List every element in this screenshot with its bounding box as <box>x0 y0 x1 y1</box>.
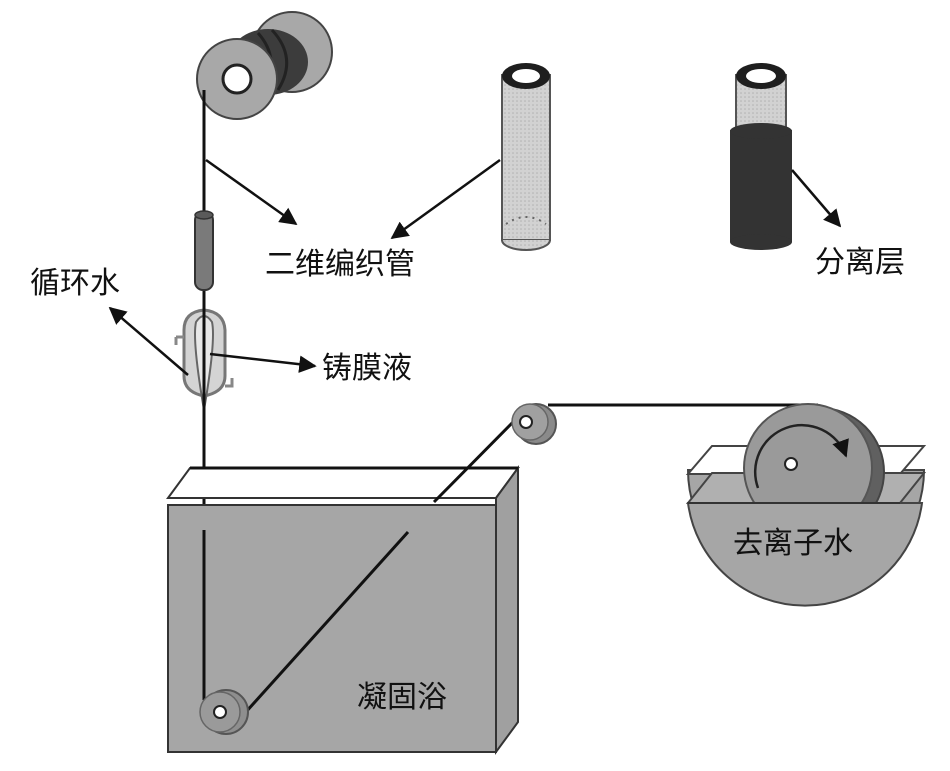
arrow-circulating-water <box>108 306 189 376</box>
arrow-casting-solution <box>209 352 317 373</box>
label-coagulation-bath: 凝固浴 <box>357 680 447 715</box>
upper-guide-pulley <box>511 403 557 445</box>
label-circulating-water: 循环水 <box>30 266 120 301</box>
spinneret <box>174 300 234 420</box>
membrane-tube-detail <box>730 63 792 250</box>
braided-tube-on-line <box>194 210 214 291</box>
braided-tube-detail <box>501 63 551 251</box>
coagulation-bath <box>166 413 522 756</box>
label-braided-tube: 二维编织管 <box>265 247 415 282</box>
label-deionized-water: 去离子水 <box>733 526 853 561</box>
deionized-water-tank <box>685 403 927 607</box>
bath-guide-roller <box>199 689 249 735</box>
label-casting-solution: 铸膜液 <box>322 351 412 386</box>
supply-spool <box>196 11 333 120</box>
arrow-to-braided-tube-label-1 <box>205 158 298 226</box>
rotation-arrow <box>753 423 849 489</box>
label-separation-layer: 分离层 <box>815 245 905 280</box>
arrow-to-braided-tube-label-2 <box>390 158 501 240</box>
arrow-separation-layer <box>791 169 842 228</box>
